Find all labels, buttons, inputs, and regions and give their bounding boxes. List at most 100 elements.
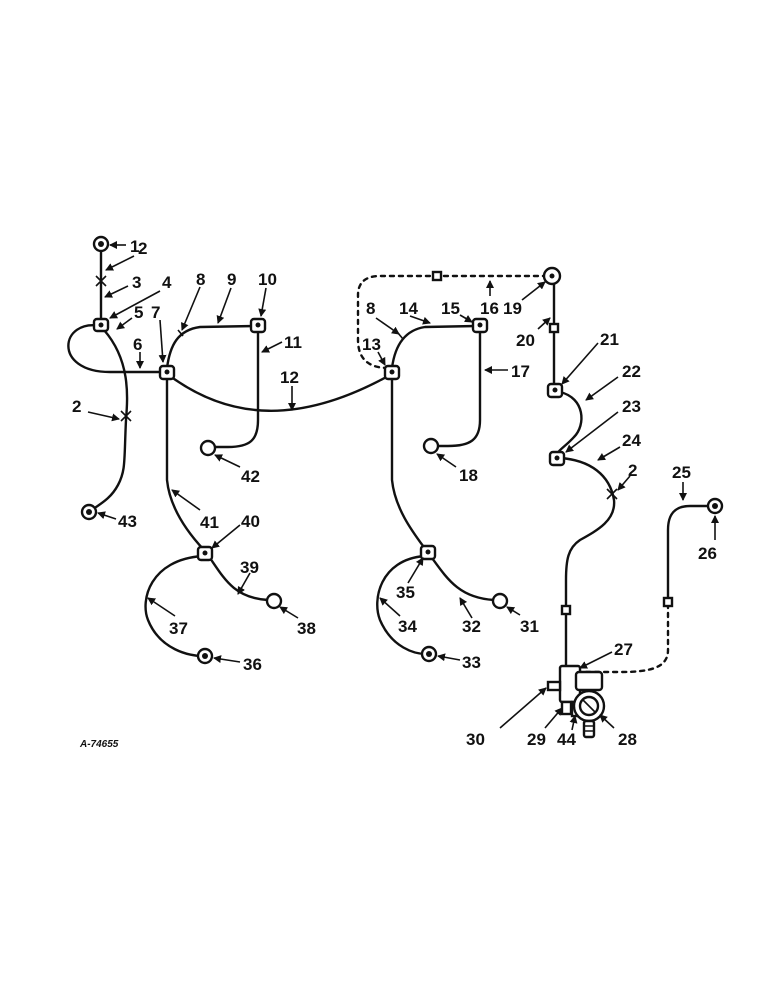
fitting-26: [706, 497, 724, 515]
callout-21: 21: [600, 330, 619, 349]
tee-13: [383, 364, 401, 381]
leader-2a: [105, 255, 135, 271]
drawing-reference: A-74655: [79, 739, 119, 750]
leader-39: [237, 572, 251, 595]
leader-2b: [87, 411, 120, 422]
callout-8: 8: [196, 270, 205, 289]
fitting-1: [92, 235, 110, 253]
callout-32: 32: [462, 617, 481, 636]
leader-15: [459, 314, 473, 323]
clip-marks: [95, 275, 618, 500]
callout-28: 28: [618, 730, 637, 749]
bulb-38: [265, 592, 283, 610]
leader-23: [565, 411, 619, 453]
leader-8b: [375, 317, 400, 335]
leader-3: [104, 285, 129, 298]
fitting-23: [548, 450, 566, 467]
callout-41: 41: [200, 513, 219, 532]
tee-7: [158, 364, 176, 381]
line-37: [144, 554, 204, 658]
callout-19: 19: [503, 299, 522, 318]
leader-35: [407, 557, 424, 584]
line-17: [436, 330, 482, 448]
callout-33: 33: [462, 653, 481, 672]
gauge-housing: [574, 670, 604, 692]
callout-44: 44: [557, 730, 576, 749]
callout-35: 35: [396, 583, 415, 602]
tee-40: [196, 545, 214, 562]
callout-29: 29: [527, 730, 546, 749]
leader-5: [116, 317, 133, 330]
callout-3: 3: [132, 273, 141, 292]
line-13-to-35: [390, 376, 428, 552]
line-24: [558, 456, 616, 670]
clip-cross-3: [95, 275, 107, 287]
fitting-33: [420, 645, 438, 663]
callout-9: 9: [227, 270, 236, 289]
line-11: [212, 330, 260, 449]
callout-26: 26: [698, 544, 717, 563]
leader-34: [379, 597, 401, 617]
leader-29: [544, 707, 563, 729]
leader-13: [377, 351, 386, 366]
callout-43: 43: [118, 512, 137, 531]
line-9: [165, 324, 257, 370]
connector-sleeves: [431, 270, 674, 616]
callout-24: 24: [622, 431, 641, 450]
leader-4: [109, 290, 161, 319]
callout-17: 17: [511, 362, 530, 381]
leader-33: [437, 653, 461, 662]
valve-gauge-assembly: [546, 664, 606, 739]
tee-5: [92, 317, 110, 333]
callout-31: 31: [520, 617, 539, 636]
sleeve-24: [560, 604, 572, 616]
line-25-dashed: [576, 602, 670, 674]
callout-13: 13: [362, 335, 381, 354]
leader-32: [459, 597, 473, 619]
leader-9: [216, 287, 232, 324]
callout-11: 11: [284, 333, 302, 352]
callout-42: 42: [241, 467, 260, 486]
fitting-30: [546, 680, 562, 692]
line-5-loop: [67, 324, 165, 374]
gauge-needle: [582, 699, 596, 713]
callout-38: 38: [297, 619, 316, 638]
leader-38: [279, 606, 299, 619]
leader-30: [499, 687, 547, 729]
tee-15: [471, 317, 489, 334]
callout-37: 37: [169, 619, 188, 638]
callout-34: 34: [398, 617, 417, 636]
callout-23: 23: [622, 397, 641, 416]
callout-2b: 2: [628, 461, 637, 480]
leader-11: [261, 341, 283, 353]
line-41: [165, 376, 206, 552]
leader-43: [97, 511, 117, 520]
line-12: [168, 373, 392, 412]
callout-40: 40: [241, 512, 260, 531]
callout-18: 18: [459, 466, 478, 485]
callout-14: 14: [399, 299, 418, 318]
leader-10: [258, 287, 267, 317]
leader-37: [147, 597, 176, 617]
leader-24: [597, 446, 621, 461]
bulb-42: [199, 439, 217, 457]
callout-22: 22: [622, 362, 641, 381]
line-34: [376, 554, 428, 656]
callout-16: 16: [480, 299, 499, 318]
callout-2a: 2: [72, 397, 81, 416]
fitting-43: [80, 503, 98, 521]
line-14: [390, 324, 478, 370]
callout-39: 39: [240, 558, 259, 577]
fitting-21: [546, 382, 564, 399]
callout-6: 6: [133, 335, 142, 354]
bulb-18: [422, 437, 440, 455]
callout-30: 30: [466, 730, 485, 749]
leader-31: [506, 606, 521, 616]
callout-8b: 8: [366, 299, 375, 318]
leader-28: [599, 714, 615, 729]
line-25: [666, 504, 714, 602]
callout-12: 12: [280, 368, 299, 387]
callout-4: 4: [162, 273, 172, 292]
leader-lines: [87, 241, 719, 731]
